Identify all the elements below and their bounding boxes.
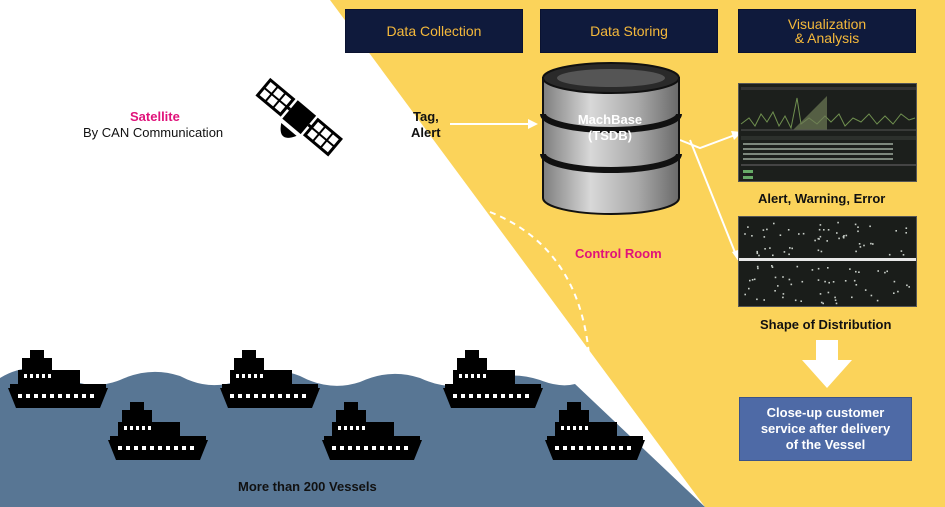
distribution-dashboard-panel xyxy=(738,216,917,307)
header-data-storing: Data Storing xyxy=(540,9,718,53)
link-label-line2: Alert xyxy=(411,125,441,140)
satellite-subtitle: By CAN Communication xyxy=(83,125,224,140)
database-label-line1: MachBase xyxy=(577,112,643,127)
customer-service-callout: Close-up customer service after delivery… xyxy=(739,397,912,461)
satellite-title: Satellite xyxy=(130,109,180,124)
ship-icon xyxy=(108,402,208,460)
distribution-label: Shape of Distribution xyxy=(760,317,892,332)
down-arrow-icon xyxy=(802,340,852,388)
signal-dashed-curve xyxy=(489,211,591,371)
ship-icon xyxy=(322,402,422,460)
header-visualization-line2: & Analysis xyxy=(794,30,860,46)
ship-icon xyxy=(220,350,320,408)
callout-line1: Close-up customer xyxy=(766,405,885,420)
header-data-collection: Data Collection xyxy=(345,9,523,53)
callout-line3: of the Vessel xyxy=(785,437,866,452)
satellite-icon xyxy=(255,77,343,157)
header-data-storing-label: Data Storing xyxy=(590,23,668,39)
ship-icon xyxy=(8,350,108,408)
distribution-scatter-image xyxy=(739,217,916,306)
database-label-line2: (TSDB) xyxy=(587,128,633,143)
header-data-collection-label: Data Collection xyxy=(386,23,482,39)
alerts-dashboard-image xyxy=(739,84,916,181)
link-label-line1: Tag, xyxy=(413,109,439,124)
ship-icon xyxy=(545,402,645,460)
db-to-alerts-arrow xyxy=(679,134,736,150)
database-label: MachBase (TSDB) xyxy=(560,112,660,144)
ship-icon xyxy=(443,350,543,408)
db-to-distribution-arrow xyxy=(689,139,737,256)
header-visualization-line1: Visualization xyxy=(787,16,867,32)
control-room-label: Control Room xyxy=(575,246,662,261)
callout-line2: service after delivery xyxy=(760,421,891,436)
database-icon xyxy=(540,62,682,215)
vessels-label: More than 200 Vessels xyxy=(238,479,377,494)
alerts-dashboard-panel xyxy=(738,83,917,182)
alerts-label: Alert, Warning, Error xyxy=(758,191,886,206)
header-visualization: Visualization & Analysis xyxy=(738,9,916,53)
